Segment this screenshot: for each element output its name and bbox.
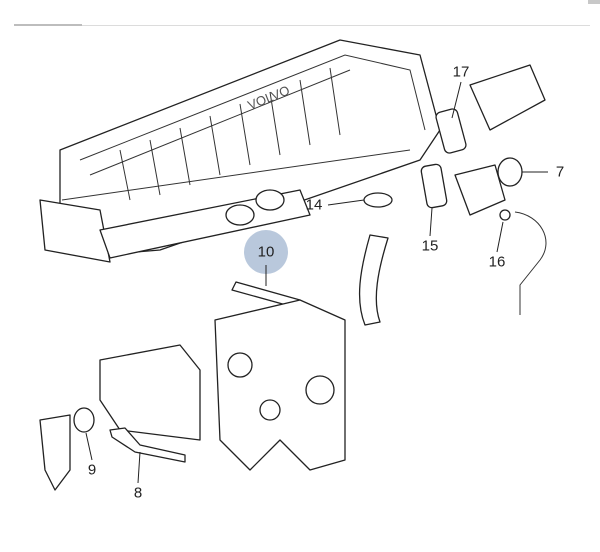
- seal-7[interactable]: [497, 157, 523, 187]
- callout-7[interactable]: 7: [555, 163, 565, 181]
- thermostat-housing[interactable]: [469, 64, 546, 131]
- gasket-17[interactable]: [435, 108, 467, 154]
- gasket-15[interactable]: [420, 163, 448, 209]
- seal-ring-14[interactable]: [363, 192, 393, 208]
- callout-8[interactable]: 8: [133, 484, 143, 502]
- callout-14[interactable]: 14: [305, 196, 323, 214]
- pump-body[interactable]: [454, 164, 506, 216]
- header-divider: [14, 25, 590, 26]
- callout-9[interactable]: 9: [87, 461, 97, 479]
- callout-10[interactable]: 10: [257, 243, 275, 261]
- timing-cover-plate[interactable]: [214, 299, 346, 471]
- corner-tab: [588, 0, 600, 4]
- callout-16[interactable]: 16: [488, 253, 506, 271]
- bracket[interactable]: [99, 344, 201, 441]
- callout-15[interactable]: 15: [421, 237, 439, 255]
- callout-17[interactable]: 17: [452, 63, 470, 81]
- o-ring-9[interactable]: [73, 407, 95, 433]
- valve-cover[interactable]: VOLVO: [59, 39, 441, 256]
- active-tab-indicator: [14, 24, 82, 26]
- fitting-16[interactable]: [499, 209, 511, 221]
- gasket-8[interactable]: [109, 427, 186, 463]
- coolant-hose[interactable]: [358, 234, 389, 326]
- pipe: [514, 211, 547, 315]
- intake-manifold[interactable]: [39, 189, 311, 263]
- water-outlet[interactable]: [39, 414, 71, 491]
